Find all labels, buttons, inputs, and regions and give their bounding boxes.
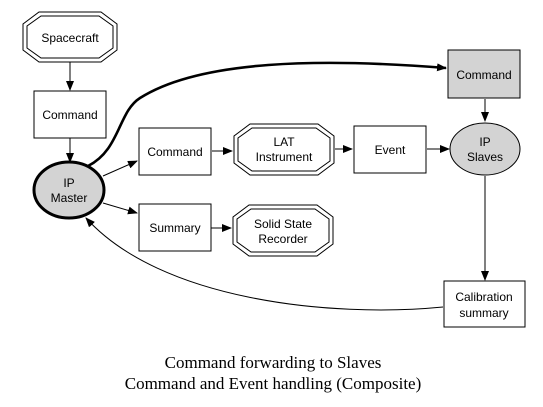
spacecraft-outer-octagon [22, 11, 118, 63]
node-command-top: Command [33, 90, 107, 139]
lat-instrument-outer-octagon [233, 123, 335, 176]
command-top-label: Command [42, 108, 97, 122]
calibration-summary-box [443, 280, 526, 328]
node-ip-slaves: IP Slaves [449, 122, 521, 176]
edge-ip-master-to-summary [102, 202, 138, 215]
command-right-box [447, 49, 521, 99]
node-spacecraft: Spacecraft [22, 11, 118, 63]
ip-slaves-label-line-2: Slaves [467, 150, 503, 164]
solid-state-recorder-label-line-1: Solid State [254, 217, 312, 231]
node-lat-instrument: LAT Instrument [233, 123, 335, 176]
command-mid-box [138, 127, 212, 176]
caption-line-2: Command and Event handling (Composite) [125, 374, 422, 393]
node-command-mid: Command [138, 127, 212, 176]
ip-master-label-line-1: IP [63, 176, 74, 190]
spacecraft-label: Spacecraft [41, 31, 99, 45]
node-command-right: Command [447, 49, 521, 99]
node-calibration-summary: Calibration summary [443, 280, 526, 328]
command-right-label: Command [456, 68, 511, 82]
summary-label: Summary [149, 221, 200, 235]
solid-state-recorder-outer-octagon [232, 204, 334, 257]
edge-ip-master-to-command-mid [102, 160, 138, 177]
caption: Command forwarding to Slaves Command and… [125, 353, 422, 393]
lat-instrument-inner-octagon [237, 127, 331, 172]
solid-state-recorder-label-line-2: Recorder [258, 232, 307, 246]
node-ip-master: IP Master [32, 160, 106, 220]
edge-ip-master-to-command-right [87, 61, 447, 168]
edges [66, 61, 489, 311]
ip-master-ellipse [32, 160, 106, 220]
solid-state-recorder-inner-octagon [236, 208, 330, 253]
lat-instrument-label-line-2: Instrument [256, 150, 313, 164]
command-top-box [33, 90, 107, 139]
lat-instrument-label-line-1: LAT [273, 135, 295, 149]
command-mid-label: Command [147, 145, 202, 159]
ip-slaves-label-line-1: IP [479, 135, 490, 149]
spacecraft-inner-octagon [26, 15, 114, 59]
edge-calibration-summary-to-ip-master [85, 217, 444, 311]
event-label: Event [375, 143, 406, 157]
ip-master-label-line-2: Master [51, 191, 88, 205]
summary-box [138, 203, 212, 252]
node-event: Event [353, 125, 427, 174]
node-summary: Summary [138, 203, 212, 252]
node-solid-state-recorder: Solid State Recorder [232, 204, 334, 257]
ip-slaves-ellipse [449, 122, 521, 176]
calibration-summary-label-line-2: summary [459, 306, 508, 320]
calibration-summary-label-line-1: Calibration [455, 290, 512, 304]
event-box [353, 125, 427, 174]
caption-line-1: Command forwarding to Slaves [165, 353, 382, 372]
